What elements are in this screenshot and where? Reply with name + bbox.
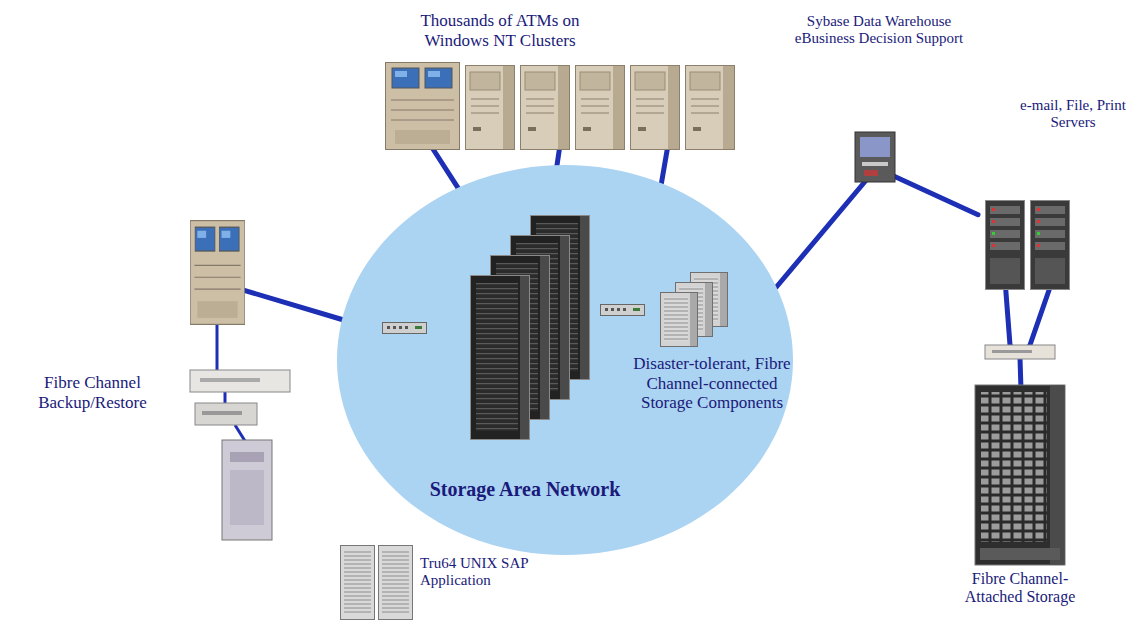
- server-cluster: Thousands of ATMs on Windows NT Clusters: [380, 5, 740, 145]
- fibre-link: [891, 175, 978, 215]
- node-label: Disaster-tolerant, Fibre Channel-connect…: [619, 354, 805, 413]
- node-label: Fibre Channel Backup/Restore: [25, 373, 160, 412]
- node-label: Tru64 UNIX SAP Application: [420, 555, 538, 590]
- fibre-link: [776, 175, 870, 287]
- workstation: Sybase Data Warehouse eBusiness Decision…: [785, 5, 975, 175]
- storage-rack: Fibre Channel- Attached Storage: [955, 390, 1087, 620]
- node-label: e-mail, File, Print Servers: [1006, 97, 1140, 132]
- storage-group: Disaster-tolerant, Fibre Channel-connect…: [617, 352, 807, 427]
- application-servers: Tru64 UNIX SAP Application: [335, 535, 545, 621]
- node-label: Storage Area Network: [405, 478, 645, 501]
- backup-system: Fibre Channel Backup/Restore: [20, 215, 235, 545]
- node-label: Fibre Channel- Attached Storage: [955, 570, 1085, 607]
- node-label: Sybase Data Warehouse eBusiness Decision…: [785, 13, 973, 48]
- fibre-link: [1005, 285, 1050, 390]
- server-group: e-mail, File, Print Servers: [978, 95, 1142, 285]
- fibre-link: [235, 288, 342, 320]
- node-label: Thousands of ATMs on Windows NT Clusters: [400, 11, 600, 50]
- network-ellipse: Storage Area NetworkDisaster-tolerant, F…: [337, 165, 793, 555]
